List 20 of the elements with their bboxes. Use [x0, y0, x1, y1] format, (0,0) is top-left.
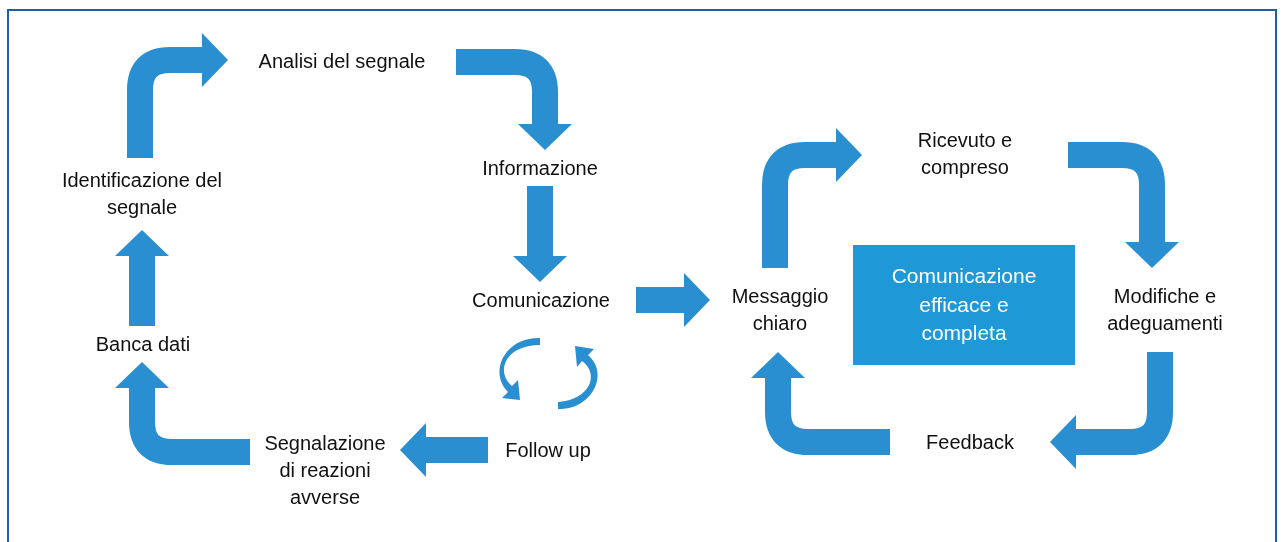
step-label: Informazione [482, 155, 598, 181]
highlight-box [853, 245, 1075, 365]
step-label: Messaggio chiaro [730, 284, 830, 336]
step-label: Identificazione del segnale [60, 168, 224, 220]
block-arrow [751, 352, 890, 455]
step-label: Modifiche e adeguamenti [1106, 284, 1224, 336]
block-arrow [762, 128, 862, 268]
block-arrow [115, 230, 169, 326]
block-arrow [115, 362, 250, 465]
step-label: Segnalazione di reazioni avverse [263, 430, 387, 510]
step-label: Comunicazione [472, 287, 610, 313]
block-arrow [513, 186, 567, 282]
step-label: Feedback [926, 429, 1014, 455]
block-arrow [400, 423, 488, 477]
step-label: Banca dati [95, 331, 191, 357]
step-label: Analisi del segnale [258, 48, 426, 74]
box-label: Comunicazione efficace e completa [890, 263, 1038, 347]
block-arrow [636, 273, 710, 327]
step-label: Ricevuto e compreso [916, 128, 1014, 180]
step-label: Follow up [505, 437, 591, 463]
